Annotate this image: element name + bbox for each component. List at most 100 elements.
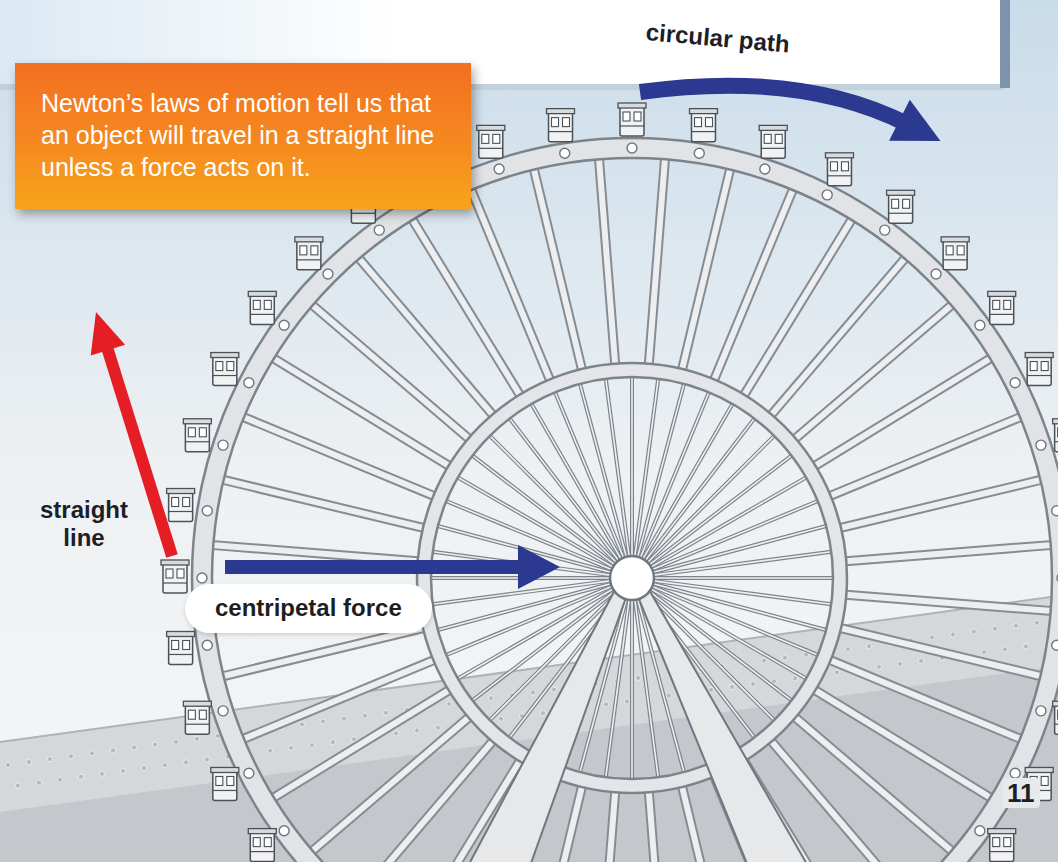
- cabin-window: [227, 362, 234, 371]
- cabin-body: [1027, 356, 1051, 386]
- cabin-roof: [988, 829, 1016, 834]
- cabin-rail: [213, 375, 237, 376]
- rivet: [362, 713, 367, 718]
- cabin: [1053, 419, 1058, 452]
- cabin-window: [1041, 776, 1048, 785]
- cabin-window: [166, 569, 173, 578]
- spoke: [510, 419, 619, 561]
- cabin-body: [297, 240, 321, 270]
- cabin-rail: [827, 175, 851, 176]
- rivet: [173, 739, 178, 744]
- rivet: [1002, 647, 1007, 652]
- cabin-rail: [479, 148, 503, 149]
- cabin-roof: [689, 109, 717, 114]
- cabin-window: [253, 300, 260, 309]
- spoke: [739, 218, 852, 403]
- cabin-roof: [1025, 767, 1053, 772]
- cabin-roof: [248, 291, 276, 296]
- rivet: [299, 722, 304, 727]
- centripetal-arrow-head: [518, 545, 560, 589]
- rivet: [99, 771, 104, 776]
- straight-line-arrow-shaft: [107, 348, 172, 556]
- line-label: straight line: [28, 496, 140, 552]
- spoke: [630, 377, 634, 556]
- cabin-window: [253, 838, 260, 847]
- cabin-window: [188, 428, 195, 437]
- cabin-window: [694, 118, 701, 127]
- straight-line-arrow-head: [91, 312, 125, 356]
- rivet: [120, 768, 125, 773]
- circular-path-shaft: [640, 86, 907, 124]
- spoke: [599, 782, 616, 862]
- rivet: [950, 632, 955, 637]
- support-leg: [468, 588, 628, 862]
- rivet: [488, 696, 493, 701]
- cabin-body: [1055, 422, 1058, 452]
- rim-bolt: [975, 826, 985, 836]
- rivet: [15, 783, 20, 788]
- cabin-rail: [1027, 375, 1051, 376]
- spoke: [311, 711, 476, 852]
- cabin: [618, 103, 646, 136]
- cabin: [183, 701, 211, 734]
- spoke: [710, 188, 793, 388]
- rim-bolt: [627, 143, 637, 153]
- support-leg: [636, 588, 808, 862]
- cabin-rail: [163, 582, 187, 583]
- rivet: [288, 745, 293, 750]
- rivet: [309, 742, 314, 747]
- cabin-body: [691, 112, 715, 142]
- rivet: [918, 658, 923, 663]
- rivet: [5, 762, 10, 767]
- rivet: [57, 777, 62, 782]
- force-label-box: centripetal force: [185, 584, 432, 633]
- cabin-body: [169, 492, 193, 522]
- cabin-rail: [889, 213, 913, 214]
- cabin: [248, 291, 276, 324]
- cabin-window: [946, 246, 953, 255]
- cabin-roof: [248, 829, 276, 834]
- note-box: Newton’s laws of motion tell us that an …: [15, 63, 471, 209]
- cabin: [211, 767, 239, 800]
- spoke: [836, 594, 1052, 611]
- cabin-body: [479, 128, 503, 158]
- spoke: [807, 685, 992, 798]
- rivet: [68, 754, 73, 759]
- cabin-roof: [211, 767, 239, 772]
- spoke: [272, 685, 457, 798]
- rivet: [876, 664, 881, 669]
- cabin-rail: [620, 125, 644, 126]
- spoke: [631, 600, 633, 779]
- rivet: [834, 670, 839, 675]
- spoke: [222, 626, 433, 677]
- cabin: [167, 631, 195, 664]
- spoke: [533, 168, 584, 379]
- rim-bolt: [560, 148, 570, 158]
- rivet: [729, 684, 734, 689]
- cabin-window: [634, 112, 641, 121]
- cabin-rail: [761, 148, 785, 149]
- rivet: [26, 759, 31, 764]
- spoke: [211, 545, 427, 562]
- cabin-roof: [825, 153, 853, 158]
- rivet: [320, 719, 325, 724]
- cabin-window: [1004, 300, 1011, 309]
- rivet: [393, 731, 398, 736]
- cabin-roof: [211, 353, 239, 358]
- spoke: [222, 626, 433, 677]
- rim-bolt: [1052, 640, 1058, 650]
- spoke: [831, 479, 1042, 530]
- cabin-rail: [990, 851, 1014, 852]
- node-text: centripetal force: [215, 593, 402, 623]
- rivet: [162, 763, 167, 768]
- beam-edge: [0, 596, 1058, 742]
- cabin-body: [250, 832, 274, 862]
- circular-path-arrow: [640, 86, 951, 162]
- cabin-rail: [185, 441, 209, 442]
- spoke: [654, 552, 831, 575]
- spoke: [630, 600, 634, 779]
- spoke: [765, 257, 906, 422]
- spoke: [242, 417, 442, 500]
- cabin-window: [764, 134, 771, 143]
